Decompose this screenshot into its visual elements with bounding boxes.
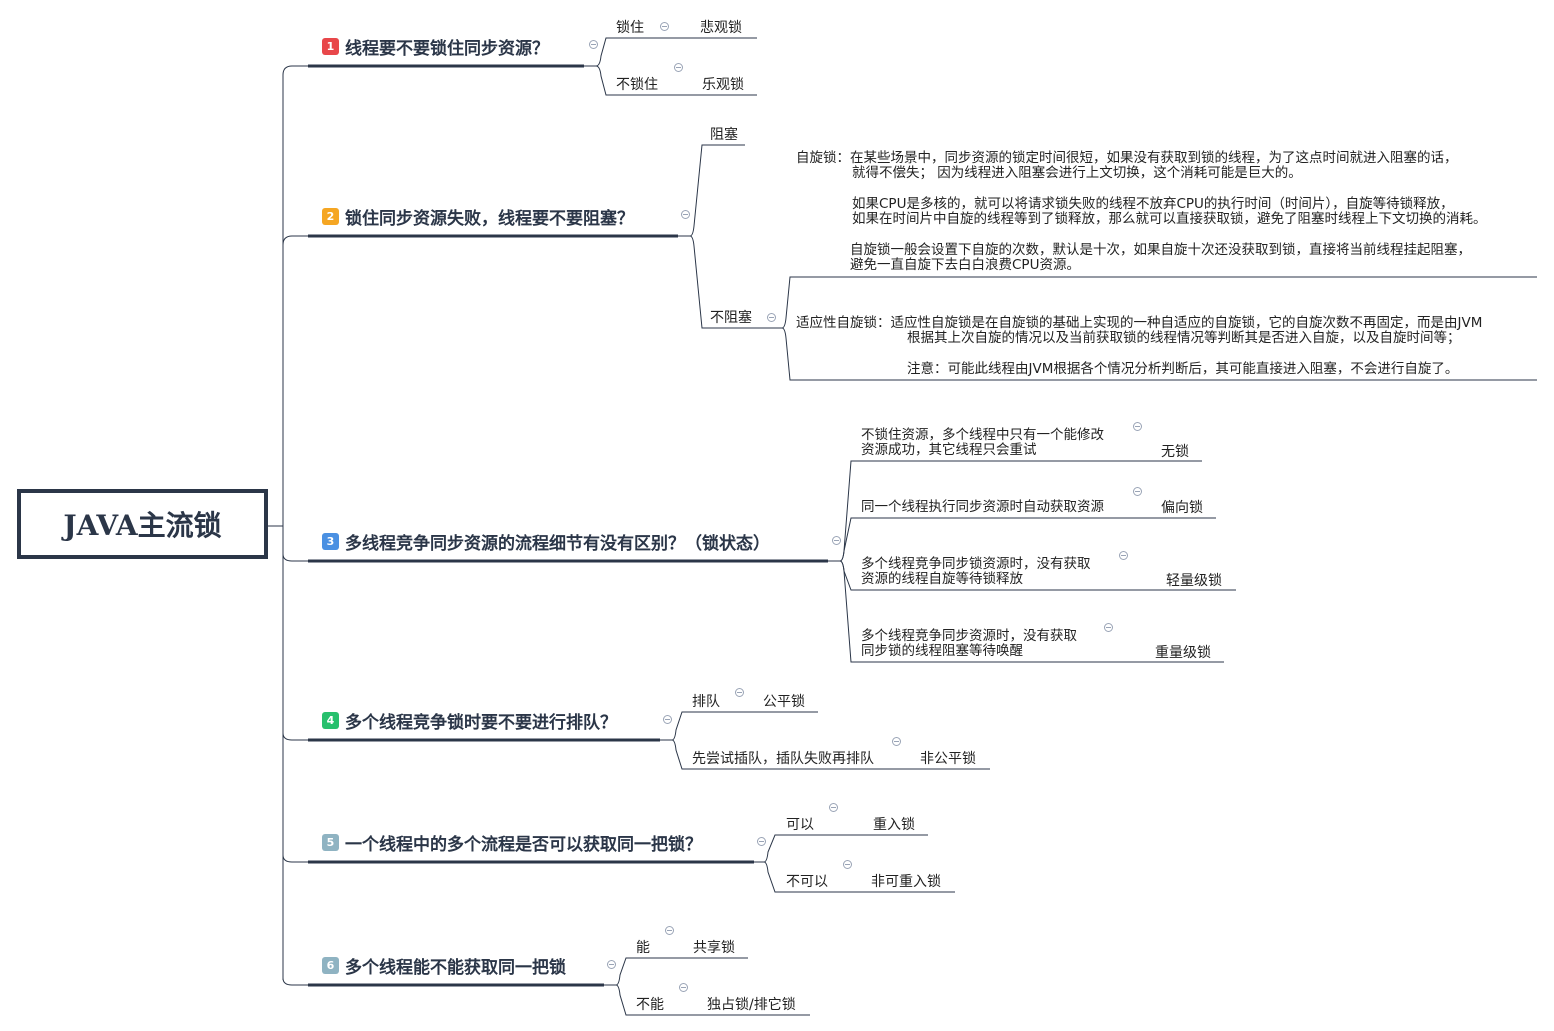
branch-2-label: 锁住同步资源失败，线程要不要阻塞？ bbox=[345, 209, 634, 229]
branch-6-label: 多个线程能不能获取同一把锁 bbox=[345, 958, 566, 978]
b6-option-2-result[interactable]: 独占锁/排它锁 bbox=[707, 997, 796, 1013]
branch-2-collapse-icon[interactable] bbox=[681, 210, 690, 219]
branch-3-topic[interactable]: 3 多线程竞争同步资源的流程细节有没有区别？（锁状态） bbox=[322, 529, 770, 554]
b1-option-2-collapse-icon[interactable] bbox=[674, 63, 683, 72]
b3-option-4-result[interactable]: 重量级锁 bbox=[1155, 645, 1211, 661]
spin-line-3: 如果CPU是多核的，就可以将请求锁失败的线程不放弃CPU的执行时间（时间片），自… bbox=[852, 196, 1454, 212]
adaptive-line-2: 根据其上次自旋的情况以及当前获取锁的线程情况等判断其是否进入自旋，以及自旋时间等… bbox=[907, 330, 1461, 346]
branch-1-topic[interactable]: 1 线程要不要锁住同步资源？ bbox=[322, 34, 549, 59]
b4-option-1-result[interactable]: 公平锁 bbox=[763, 694, 805, 710]
b5-option-1-result[interactable]: 重入锁 bbox=[873, 817, 915, 833]
b5-option-2-label[interactable]: 不可以 bbox=[786, 874, 828, 890]
b1-option-2-label[interactable]: 不锁住 bbox=[616, 77, 658, 93]
b6-option-1-result[interactable]: 共享锁 bbox=[693, 940, 735, 956]
b5-option-2-collapse-icon[interactable] bbox=[843, 860, 852, 869]
b4-option-1-collapse-icon[interactable] bbox=[735, 688, 744, 697]
branch-6-badge: 6 bbox=[322, 957, 339, 974]
spin-line-5: 自旋锁一般会设置下自旋的次数，默认是十次，如果自旋十次还没获取到锁，直接将当前线… bbox=[850, 242, 1471, 258]
b1-option-2-result[interactable]: 乐观锁 bbox=[702, 77, 744, 93]
b3-option-4-line-1[interactable]: 多个线程竞争同步资源时，没有获取 bbox=[861, 628, 1077, 644]
branch-5-label: 一个线程中的多个流程是否可以获取同一把锁？ bbox=[345, 835, 702, 855]
spin-line-6: 避免一直自旋下去白白浪费CPU资源。 bbox=[850, 257, 1080, 273]
b2-nonblock-collapse-icon[interactable] bbox=[767, 313, 776, 322]
branch-4-badge: 4 bbox=[322, 712, 339, 729]
b2-option-block[interactable]: 阻塞 bbox=[710, 127, 738, 143]
b3-option-2-collapse-icon[interactable] bbox=[1133, 487, 1142, 496]
adaptive-line-1: 适应性自旋锁：适应性自旋锁是在自旋锁的基础上实现的一种自适应的自旋锁，它的自旋次… bbox=[796, 315, 1483, 331]
branch-3-collapse-icon[interactable] bbox=[832, 536, 841, 545]
b1-option-1-result[interactable]: 悲观锁 bbox=[700, 20, 742, 36]
b2-option-nonblock[interactable]: 不阻塞 bbox=[710, 310, 752, 326]
adaptive-line-3: 注意：可能此线程由JVM根据各个情况分析判断后，其可能直接进入阻塞，不会进行自旋… bbox=[907, 361, 1459, 377]
branch-6-collapse-icon[interactable] bbox=[607, 960, 616, 969]
branch-5-badge: 5 bbox=[322, 834, 339, 851]
spin-line-1: 自旋锁：在某些场景中，同步资源的锁定时间很短，如果没有获取到锁的线程，为了这点时… bbox=[796, 150, 1458, 166]
b6-option-2-label[interactable]: 不能 bbox=[636, 997, 664, 1013]
b3-option-3-line-2[interactable]: 资源的线程自旋等待锁释放 bbox=[861, 571, 1023, 587]
b5-option-2-result[interactable]: 非可重入锁 bbox=[871, 874, 941, 890]
b5-option-1-label[interactable]: 可以 bbox=[786, 817, 814, 833]
b3-option-3-line-1[interactable]: 多个线程竞争同步锁资源时，没有获取 bbox=[861, 556, 1091, 572]
spin-line-4: 如果在时间片中自旋的线程等到了锁释放，那么就可以直接获取锁，避免了阻塞时线程上下… bbox=[852, 211, 1487, 227]
b3-option-1-line-2[interactable]: 资源成功，其它线程只会重试 bbox=[861, 442, 1037, 458]
branch-4-label: 多个线程竞争锁时要不要进行排队？ bbox=[345, 713, 617, 733]
b3-option-1-collapse-icon[interactable] bbox=[1133, 422, 1142, 431]
branch-2-topic[interactable]: 2 锁住同步资源失败，线程要不要阻塞？ bbox=[322, 204, 634, 229]
b4-option-2-result[interactable]: 非公平锁 bbox=[920, 751, 976, 767]
branch-1-collapse-icon[interactable] bbox=[589, 40, 598, 49]
branch-2-badge: 2 bbox=[322, 208, 339, 225]
b4-option-2-label[interactable]: 先尝试插队，插队失败再排队 bbox=[692, 751, 874, 767]
branch-5-topic[interactable]: 5 一个线程中的多个流程是否可以获取同一把锁？ bbox=[322, 830, 702, 855]
branch-1-label: 线程要不要锁住同步资源？ bbox=[345, 39, 549, 59]
branch-1-badge: 1 bbox=[322, 38, 339, 55]
branch-5-collapse-icon[interactable] bbox=[757, 837, 766, 846]
b4-option-1-label[interactable]: 排队 bbox=[692, 694, 720, 710]
b4-option-2-collapse-icon[interactable] bbox=[892, 737, 901, 746]
b1-option-1-label[interactable]: 锁住 bbox=[616, 20, 644, 36]
b6-option-2-collapse-icon[interactable] bbox=[679, 983, 688, 992]
b3-option-2-line-1[interactable]: 同一个线程执行同步资源时自动获取资源 bbox=[861, 499, 1104, 515]
b3-option-3-collapse-icon[interactable] bbox=[1119, 551, 1128, 560]
branch-6-topic[interactable]: 6 多个线程能不能获取同一把锁 bbox=[322, 953, 566, 978]
b6-option-1-label[interactable]: 能 bbox=[636, 940, 650, 956]
branch-4-collapse-icon[interactable] bbox=[663, 715, 672, 724]
root-topic[interactable]: JAVA主流锁 bbox=[17, 489, 268, 559]
b1-option-1-collapse-icon[interactable] bbox=[660, 22, 669, 31]
b3-option-4-line-2[interactable]: 同步锁的线程阻塞等待唤醒 bbox=[861, 643, 1023, 659]
b5-option-1-collapse-icon[interactable] bbox=[829, 803, 838, 812]
b3-option-1-result[interactable]: 无锁 bbox=[1161, 444, 1189, 460]
b6-option-1-collapse-icon[interactable] bbox=[665, 926, 674, 935]
spin-line-2: 就得不偿失； 因为线程进入阻塞会进行上文切换，这个消耗可能是巨大的。 bbox=[852, 165, 1302, 181]
b3-option-4-collapse-icon[interactable] bbox=[1104, 623, 1113, 632]
b3-option-1-line-1[interactable]: 不锁住资源，多个线程中只有一个能修改 bbox=[861, 427, 1104, 443]
root-title: JAVA主流锁 bbox=[63, 509, 222, 542]
b3-option-2-result[interactable]: 偏向锁 bbox=[1161, 500, 1203, 516]
branch-3-badge: 3 bbox=[322, 533, 339, 550]
b3-option-3-result[interactable]: 轻量级锁 bbox=[1166, 573, 1222, 589]
branch-3-label: 多线程竞争同步资源的流程细节有没有区别？（锁状态） bbox=[345, 534, 770, 554]
branch-4-topic[interactable]: 4 多个线程竞争锁时要不要进行排队？ bbox=[322, 708, 617, 733]
